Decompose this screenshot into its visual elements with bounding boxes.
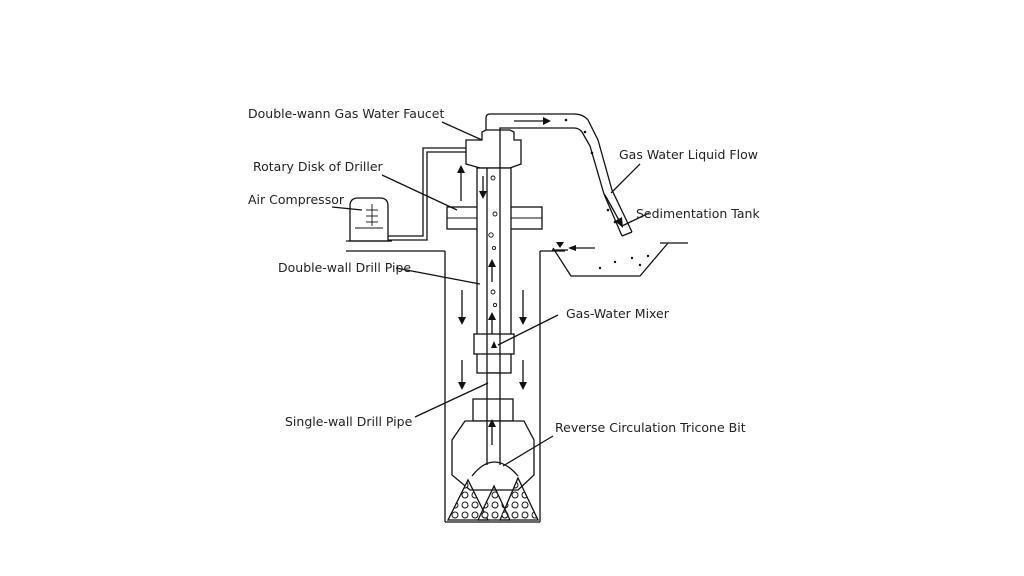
label-gas-water-mixer: Gas-Water Mixer — [566, 306, 670, 321]
ground-surface — [346, 242, 688, 252]
discharge-hose — [485, 113, 633, 237]
air-compressor — [346, 197, 392, 242]
inlet-valve-icon — [552, 242, 595, 251]
sediment-dots — [598, 254, 650, 270]
label-single-wall-pipe: Single-wall Drill Pipe — [285, 414, 413, 429]
label-sedimentation-tank: Sedimentation Tank — [636, 206, 760, 221]
leader-lines — [331, 121, 650, 467]
bubbles — [488, 175, 498, 308]
hose-flow-arrow-icon — [514, 117, 551, 125]
sedimentation-tank — [552, 242, 669, 277]
hose-flow-arrow-2-icon — [604, 194, 623, 228]
air-line — [388, 147, 466, 237]
flow-arrows — [457, 165, 527, 445]
label-tricone-bit: Reverse Circulation Tricone Bit — [555, 420, 746, 435]
hose-particles — [564, 118, 617, 224]
bit-sub — [472, 398, 514, 422]
faucet-head — [465, 129, 522, 169]
label-rotary-disk: Rotary Disk of Driller — [253, 159, 384, 174]
borehole — [444, 251, 541, 523]
label-liquid-flow: Gas Water Liquid Flow — [619, 147, 758, 162]
bit-cones — [446, 476, 540, 521]
label-double-wall-pipe: Double-wall Drill Pipe — [278, 260, 411, 275]
mixer-arrow-icon — [491, 341, 497, 348]
label-air-compressor: Air Compressor — [248, 192, 345, 207]
label-faucet: Double-wann Gas Water Faucet — [248, 106, 444, 121]
